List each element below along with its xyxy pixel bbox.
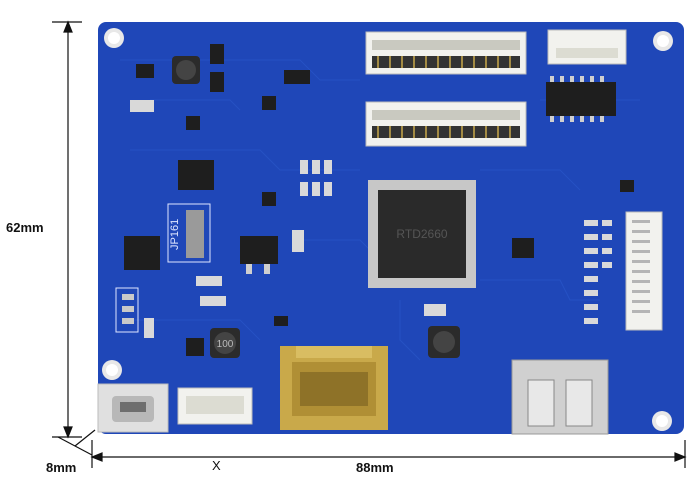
height-dimension-line: [52, 20, 82, 439]
x-mark: X: [212, 458, 221, 473]
fpc-connector-middle: [365, 101, 527, 147]
jumper-label: JP161: [169, 219, 181, 250]
usb-a-port: [511, 359, 609, 435]
side-connector-right: [625, 211, 663, 331]
main-processor-chip: RTD2660: [368, 180, 476, 288]
inductor-top: [172, 56, 200, 84]
smd-components: [130, 100, 612, 338]
chip-marking: RTD2660: [396, 227, 447, 241]
hdmi-port: [280, 346, 388, 430]
inductor-bottom-left: 100: [210, 328, 240, 358]
inductor-bottom-middle: [428, 326, 460, 358]
depth-label: 8mm: [46, 460, 77, 475]
micro-usb-port: [97, 383, 169, 433]
width-label: 88mm: [356, 460, 394, 475]
jumper-block: JP161: [167, 203, 211, 263]
voltage-regulator: [240, 236, 278, 274]
pin-header-left: [115, 287, 139, 333]
mounting-holes: [102, 28, 673, 431]
ic-left: [124, 160, 214, 270]
depth-dimension-line: [57, 429, 96, 456]
inductor-marking: 100: [217, 339, 234, 350]
ic-top-right: [546, 76, 616, 122]
width-dimension-line: [90, 440, 687, 468]
jst-connector-top-right: [547, 29, 627, 65]
fpc-connector-top: [365, 31, 527, 75]
pcb-board: RTD2660 JP161: [97, 22, 684, 435]
jst-connector-bottom: [177, 387, 253, 425]
height-label: 62mm: [6, 220, 44, 235]
